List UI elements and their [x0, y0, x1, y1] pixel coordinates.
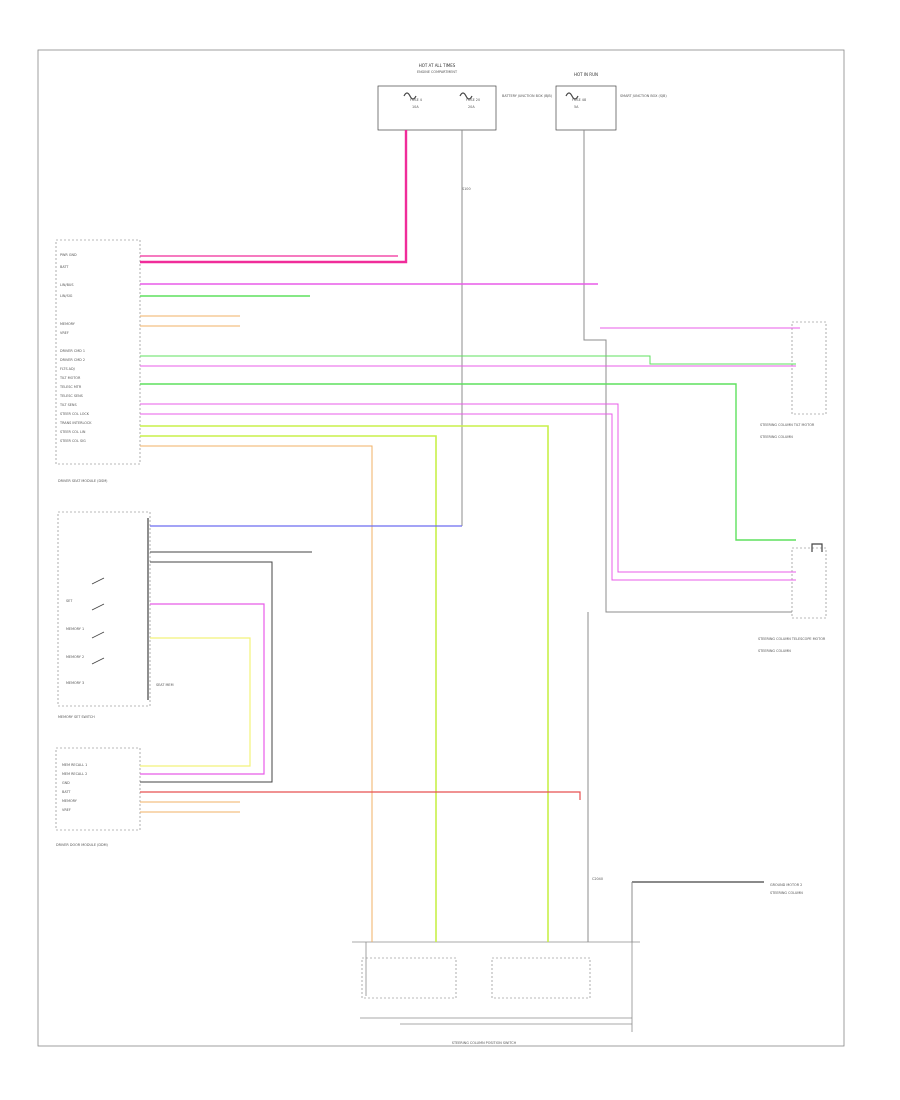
- steering-switch-name: STEERING COLUMN POSITION SWITCH: [452, 1041, 517, 1045]
- dsm-pin-label: MEMORY: [60, 322, 76, 326]
- ground-point: GROUND MOTOR 2 STEERING COLUMN: [632, 881, 803, 895]
- fuse-box-right-rating: 5A: [574, 105, 579, 109]
- dsm-pin-label: TELESC SENS: [59, 394, 83, 398]
- wire-yellow-mem: [140, 637, 251, 767]
- dsm-pin-label: STEER COL SIG: [60, 439, 86, 443]
- telescope-motor-icon: [811, 543, 823, 552]
- driver-seat-module: DRIVER SEAT MODULE (DSM) PWR GND BATT LI…: [55, 239, 141, 483]
- driver-door-module: DRIVER DOOR MODULE (DDM) MEM RECALL 1 ME…: [55, 747, 141, 847]
- dsm-pin-label: TELESC MTR: [59, 385, 82, 389]
- fuse-box-right-fuse: FUSE 48: [572, 98, 586, 102]
- dsm-pin-label: DRIVER CMD 1: [60, 349, 85, 353]
- fuse-right-name: FUSE 20: [466, 98, 480, 102]
- memory-button-label: SET: [66, 599, 73, 603]
- fuse-box-main-note: BATTERY JUNCTION BOX (BJB): [502, 94, 553, 98]
- fuse-box-main: HOT AT ALL TIMES ENGINE COMPARTMENT FUSE…: [377, 63, 553, 131]
- wire-gray-sjb: [583, 130, 792, 613]
- driver-seat-module-name: DRIVER SEAT MODULE (DSM): [58, 479, 108, 483]
- memory-switch-label: SEAT MEM: [156, 683, 174, 687]
- ground-name: GROUND MOTOR 2: [770, 883, 802, 887]
- tilt-motor-note: STEERING COLUMN: [760, 435, 793, 439]
- ddm-pin-label: MEMORY: [62, 799, 78, 803]
- dsm-pin-label: STEER COL LIN: [60, 430, 86, 434]
- ddm-pin-label: VREF: [62, 808, 71, 812]
- wire-yellowgreen-1: [140, 425, 549, 942]
- dsm-pin-label: PWR GND: [60, 253, 77, 257]
- wire-green-tilt: [140, 355, 796, 365]
- wire-magenta-tele-2: [140, 413, 796, 581]
- fuse-box-main-title: HOT AT ALL TIMES: [419, 63, 456, 68]
- fuse-right-icon: [459, 92, 473, 100]
- fuse-box-right-title: HOT IN RUN: [574, 72, 598, 77]
- fuse-left-icon: [403, 92, 417, 100]
- dsm-pin-label: VREF: [60, 331, 69, 335]
- dsm-pin-label: FLTS ADJ: [60, 367, 75, 371]
- door-module-name: DRIVER DOOR MODULE (DDM): [56, 843, 109, 847]
- dsm-pin-label: LIN/BUS: [60, 283, 74, 287]
- wire-orange-lock: [140, 445, 373, 942]
- fuse-right-rating: 20A: [468, 105, 475, 109]
- telescope-motor-name: STEERING COLUMN TELESCOPE MOTOR: [758, 637, 826, 641]
- memory-switch-name: MEMORY SET SWITCH: [58, 715, 95, 719]
- fuse-right-box-icon: [565, 92, 579, 100]
- ground-note: STEERING COLUMN: [770, 891, 803, 895]
- dsm-pin-label: DRIVER CMD 2: [60, 358, 85, 362]
- memory-button-label: MEMORY 2: [66, 655, 84, 659]
- ddm-pin-label: GND: [62, 781, 70, 785]
- wire-pink-batt: [140, 130, 408, 264]
- wire-dark-ground-2: [140, 561, 273, 783]
- fuse-box-right-note: SMART JUNCTION BOX (SJB): [620, 94, 667, 98]
- fuse-left-rating: 10A: [412, 105, 419, 109]
- wire-red: [140, 791, 581, 800]
- splice-label: S100: [462, 187, 471, 191]
- tilt-motor: STEERING COLUMN TILT MOTOR STEERING COLU…: [760, 321, 827, 439]
- telescope-motor: STEERING COLUMN TELESCOPE MOTOR STEERING…: [758, 543, 827, 653]
- dsm-pin-label: STEER COL LOCK: [60, 412, 90, 416]
- steering-column-position-switch: STEERING COLUMN POSITION SWITCH: [352, 941, 640, 1045]
- dsm-pin-label: TRANS INTERLOCK: [59, 421, 92, 425]
- diagram-frame: [37, 49, 845, 1047]
- wire-yellowgreen-2: [140, 435, 437, 942]
- dsm-pin-label: LIN/SIG: [60, 294, 73, 298]
- ddm-pin-label: BATT: [62, 790, 71, 794]
- dsm-pin-label: TILT MOTOR: [59, 376, 81, 380]
- connector-label: C2040: [592, 877, 603, 881]
- fuse-box-right: HOT IN RUN FUSE 48 5A SMART JUNCTION BOX…: [555, 72, 667, 131]
- wires: [140, 130, 800, 942]
- wire-magenta-mem: [140, 603, 265, 775]
- fuse-left-name: FUSE 4: [410, 98, 422, 102]
- ddm-pin-label: MEM RECALL 1: [62, 763, 87, 767]
- memory-button-label: MEMORY 1: [66, 627, 84, 631]
- dsm-pin-label: BATT: [60, 265, 69, 269]
- fuse-box-main-subtitle: ENGINE COMPARTMENT: [417, 70, 458, 74]
- memory-set-switch: MEMORY SET SWITCH SET MEMORY 1 MEMORY 2 …: [57, 511, 174, 719]
- memory-button-label: MEMORY 3: [66, 681, 84, 685]
- ddm-pin-label: MEM RECALL 2: [62, 772, 87, 776]
- wire-magenta-tele: [140, 403, 796, 573]
- dsm-pin-label: TILT SENS: [59, 403, 77, 407]
- telescope-motor-note: STEERING COLUMN: [758, 649, 791, 653]
- tilt-motor-name: STEERING COLUMN TILT MOTOR: [760, 423, 815, 427]
- wire-green-tilt-2: [140, 383, 796, 541]
- memory-switch-contacts: [91, 577, 105, 665]
